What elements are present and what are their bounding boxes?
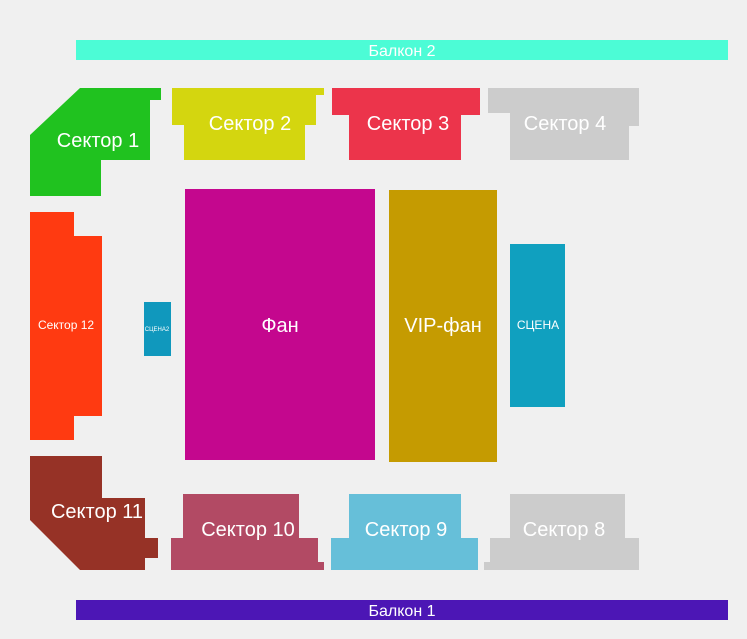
sector-1-area[interactable] bbox=[30, 88, 161, 196]
sector-4[interactable]: Сектор 4 bbox=[488, 88, 639, 160]
stage-2[interactable]: СЦЕНА2 bbox=[144, 302, 171, 356]
sector-11-label: Сектор 11 bbox=[51, 501, 143, 523]
sector-1[interactable]: Сектор 1 bbox=[30, 88, 161, 196]
balcony-1-label: Балкон 1 bbox=[369, 603, 436, 620]
main-stage[interactable]: СЦЕНА bbox=[510, 244, 565, 407]
vip-fan-zone-area[interactable] bbox=[389, 190, 497, 462]
sector-9[interactable]: Сектор 9 bbox=[331, 494, 478, 570]
sector-9-area[interactable] bbox=[331, 494, 478, 570]
balcony-2[interactable]: Балкон 2 bbox=[76, 40, 728, 60]
sector-8[interactable]: Сектор 8 bbox=[484, 494, 639, 570]
sector-1-label: Сектор 1 bbox=[57, 130, 139, 152]
balcony-1[interactable]: Балкон 1 bbox=[76, 600, 728, 620]
sector-10-area[interactable] bbox=[171, 494, 324, 570]
vip-fan-zone-label: VIP-фан bbox=[404, 315, 482, 337]
sector-8-area[interactable] bbox=[484, 494, 639, 570]
sector-3-label: Сектор 3 bbox=[367, 113, 449, 135]
balcony-2-label: Балкон 2 bbox=[369, 43, 436, 60]
balcony-1-area[interactable] bbox=[76, 600, 728, 620]
balcony-2-area[interactable] bbox=[76, 40, 728, 60]
sector-4-label: Сектор 4 bbox=[524, 113, 606, 135]
sector-8-label: Сектор 8 bbox=[523, 519, 605, 541]
main-stage-area[interactable] bbox=[510, 244, 565, 407]
main-stage-label: СЦЕНА bbox=[517, 318, 559, 332]
sector-11[interactable]: Сектор 11 bbox=[30, 456, 158, 570]
sector-4-area[interactable] bbox=[488, 88, 639, 160]
sector-10-label: Сектор 10 bbox=[201, 519, 295, 541]
sector-11-area[interactable] bbox=[30, 456, 158, 570]
sector-2[interactable]: Сектор 2 bbox=[172, 88, 324, 160]
sector-3-area[interactable] bbox=[332, 88, 480, 160]
sector-12[interactable]: Сектор 12 bbox=[30, 212, 102, 440]
stage-2-area[interactable] bbox=[144, 302, 171, 356]
sector-12-area[interactable] bbox=[30, 212, 102, 440]
sector-3[interactable]: Сектор 3 bbox=[332, 88, 480, 160]
sector-2-area[interactable] bbox=[172, 88, 324, 160]
sector-2-label: Сектор 2 bbox=[209, 113, 291, 135]
sector-12-label: Сектор 12 bbox=[38, 318, 94, 332]
fan-zone-area[interactable] bbox=[185, 189, 375, 460]
stage-2-label: СЦЕНА2 bbox=[145, 327, 170, 333]
sector-9-label: Сектор 9 bbox=[365, 519, 447, 541]
vip-fan-zone[interactable]: VIP-фан bbox=[389, 190, 497, 462]
fan-zone[interactable]: Фан bbox=[185, 189, 375, 460]
fan-zone-label: Фан bbox=[261, 315, 298, 337]
sector-10[interactable]: Сектор 10 bbox=[171, 494, 324, 570]
